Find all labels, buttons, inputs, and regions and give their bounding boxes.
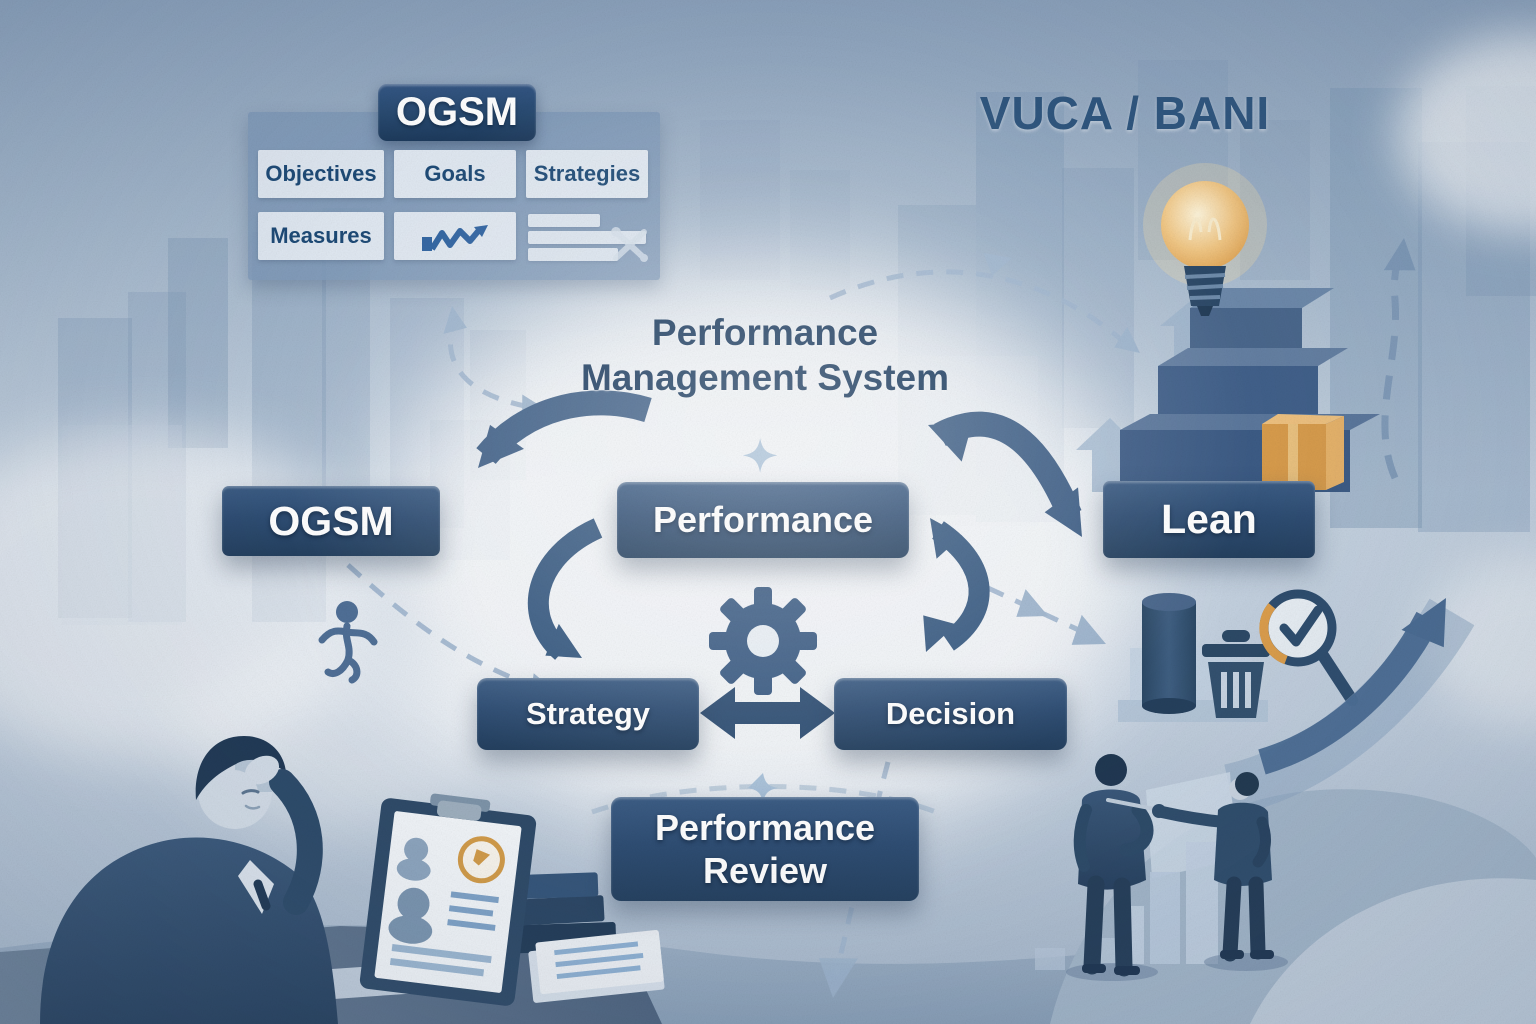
magnifier-check-icon bbox=[1259, 589, 1358, 706]
ogsm-table-header: OGSM bbox=[378, 84, 536, 141]
cylinder-icon bbox=[1142, 593, 1196, 714]
performance-box: Performance bbox=[617, 482, 909, 558]
desk-scene bbox=[0, 736, 665, 1024]
bar bbox=[1150, 872, 1180, 964]
stairs-blocks bbox=[1076, 288, 1380, 492]
trend-line-icon bbox=[394, 212, 516, 260]
clipboard-icon bbox=[359, 793, 537, 1006]
person-stressed bbox=[40, 736, 338, 1024]
ogsm-cell-measures: Measures bbox=[258, 212, 384, 260]
performance-review-label: Performance Review bbox=[654, 806, 876, 891]
lean-icons bbox=[1118, 586, 1475, 816]
gear-icon bbox=[709, 587, 817, 695]
lean-box: Lean bbox=[1103, 481, 1315, 558]
bar bbox=[1186, 842, 1218, 964]
ogsm-cell-objectives: Objectives bbox=[258, 150, 384, 198]
strategy-box: Strategy bbox=[477, 678, 699, 750]
ogsm-box: OGSM bbox=[222, 486, 440, 556]
package-box-icon bbox=[1262, 414, 1344, 490]
crossed-tools-icon bbox=[606, 222, 654, 273]
decision-box: Decision bbox=[834, 678, 1067, 750]
center-title: Performance Management System bbox=[580, 312, 950, 399]
vuca-bani-heading: VUCA / BANI bbox=[979, 87, 1271, 139]
performance-review-box: Performance Review bbox=[611, 797, 919, 901]
ogsm-cell-strategies: Strategies bbox=[526, 150, 648, 198]
ogsm-cell-goals: Goals bbox=[394, 150, 516, 198]
stick-figure-icon bbox=[318, 601, 378, 684]
